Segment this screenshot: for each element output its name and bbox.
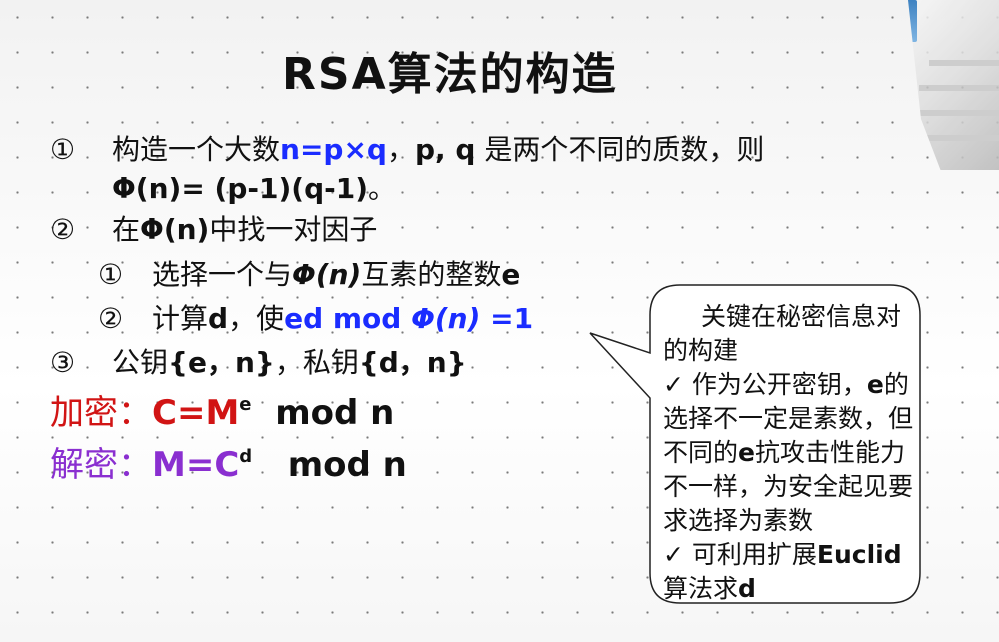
callout-text: 关键在秘密信息对 的构建 ✓ 作为公开密钥，e的 选择不一定是素数，但 不同的e…	[663, 300, 963, 606]
step-2a-text: 选择一个与	[152, 258, 293, 291]
euclid-text: Euclid	[816, 540, 902, 569]
staircase-decoration	[908, 0, 999, 170]
encrypt-mod: mod n	[275, 393, 395, 433]
callout-line: ✓ 可利用扩展Euclid	[663, 538, 963, 572]
step-1: ① 构造一个大数n=p×q，p, q 是两个不同的质数，则	[50, 128, 764, 168]
step-number: ②	[50, 213, 76, 246]
period: 。	[368, 172, 397, 205]
decrypt-label: 解密：	[50, 445, 152, 485]
comma: ，	[386, 133, 415, 166]
step-3: ③ 公钥{e，n}，私钥{d，n}	[50, 341, 467, 381]
private-key: {d，n}	[358, 346, 467, 379]
stair-step	[919, 85, 999, 91]
check-icon: ✓	[663, 540, 684, 569]
slide-title: RSA算法的构造	[282, 49, 618, 100]
stair-step	[929, 60, 999, 66]
phi-n: Φ(n)	[140, 213, 210, 246]
callout-fragment: 抗攻击性能力	[754, 438, 905, 467]
var-e: e	[866, 370, 884, 399]
step-1-text-tail: 是两个不同的质数，则	[475, 133, 765, 166]
stair-step	[908, 135, 999, 141]
callout-fragment: 算法求	[663, 574, 739, 603]
step-2b-text-mid: ，使	[228, 302, 285, 335]
sky-window-image	[908, 0, 917, 42]
callout-line: 关键在秘密信息对	[701, 302, 902, 331]
callout-line: 的构建	[663, 336, 739, 365]
phi-n: Φ(n)	[411, 302, 481, 335]
callout-fragment: 作为公开密钥，	[683, 370, 867, 399]
phi-n: Φ(n)	[292, 258, 362, 291]
step-number: ①	[50, 133, 76, 166]
public-key: {e，n}	[168, 346, 275, 379]
stair-step	[909, 110, 999, 116]
callout-shape	[589, 284, 921, 604]
step-2: ② 在Φ(n)中找一对因子	[50, 208, 377, 248]
n-formula: n=p×q	[280, 133, 387, 166]
var-e: e	[501, 258, 521, 291]
callout-line: 不同的e抗攻击性能力	[663, 436, 963, 470]
decrypt-exponent: d	[239, 446, 253, 467]
decrypt-formula: M=C	[152, 445, 240, 485]
pq-vars: p, q	[414, 133, 476, 166]
check-icon: ✓	[663, 370, 684, 399]
sub-step-number: ①	[98, 258, 124, 291]
step-2-text-tail: 中找一对因子	[209, 213, 378, 246]
step-2-text: 在	[112, 213, 141, 246]
callout-line: 不一样，为安全起见要	[663, 472, 914, 501]
private-key-label: ，私钥	[274, 346, 359, 379]
step-1-text: 构造一个大数	[112, 133, 281, 166]
callout-fragment: 的	[883, 370, 909, 399]
equals-one: =1	[480, 302, 534, 335]
callout-fragment: 不同的	[663, 438, 739, 467]
step-number: ③	[50, 346, 76, 379]
encrypt-formula: C=M	[152, 393, 240, 433]
ed-mod-formula: ed mod	[284, 302, 412, 335]
callout-fragment: 可利用扩展	[683, 540, 817, 569]
step-2b-text: 计算	[152, 302, 209, 335]
step-2b: ② 计算d，使ed mod Φ(n) =1	[98, 297, 533, 337]
public-key-label: 公钥	[112, 346, 169, 379]
step-2a: ① 选择一个与Φ(n)互素的整数e	[98, 253, 520, 293]
callout-line: ✓ 作为公开密钥，e的	[663, 368, 963, 402]
decrypt-line: 解密：M=Cd mod n	[50, 437, 407, 486]
decrypt-mod: mod n	[287, 445, 407, 485]
callout-line: 算法求d	[663, 572, 963, 606]
sub-step-number: ②	[98, 302, 124, 335]
callout-line: 选择不一定是素数，但	[663, 404, 914, 433]
var-e: e	[738, 438, 755, 467]
encrypt-line: 加密：C=Me mod n	[50, 385, 394, 434]
phi-formula: Φ(n)= (p-1)(q-1)	[112, 172, 369, 205]
callout-bubble	[589, 283, 970, 604]
var-d: d	[738, 574, 756, 603]
step-1-line2: Φ(n)= (p-1)(q-1)。	[112, 167, 396, 207]
callout-line: 求选择为素数	[663, 506, 814, 535]
var-d: d	[208, 302, 229, 335]
encrypt-exponent: e	[239, 394, 252, 415]
step-2a-text-tail: 互素的整数	[361, 258, 502, 291]
encrypt-label: 加密：	[50, 393, 152, 433]
